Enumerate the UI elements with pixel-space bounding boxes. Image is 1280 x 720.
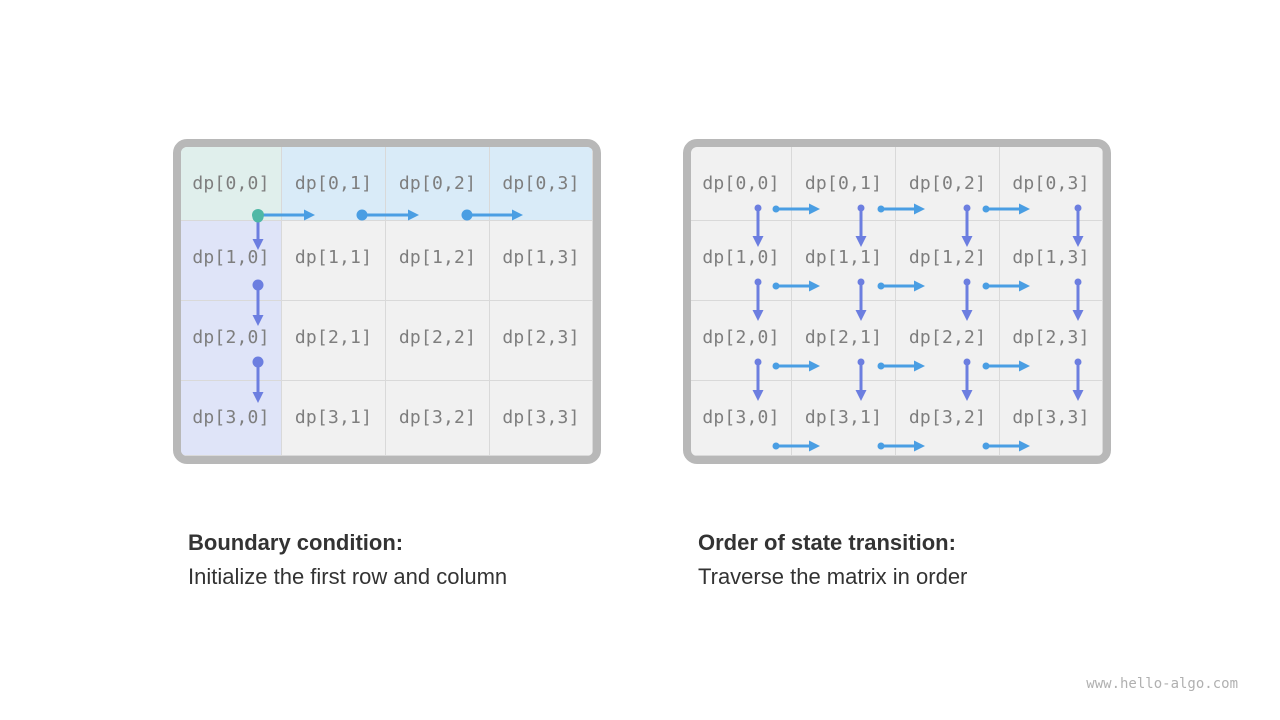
- boundary-heading: Boundary condition:: [188, 530, 404, 555]
- right-cell-2-0: dp[2,0]: [691, 301, 792, 381]
- right-cell-0-3: dp[0,3]: [1000, 147, 1103, 221]
- right-cell-2-3: dp[2,3]: [1000, 301, 1103, 381]
- right-cell-0-2: dp[0,2]: [896, 147, 1000, 221]
- left-cell-0-3: dp[0,3]: [490, 147, 593, 221]
- left-cell-3-0: dp[3,0]: [181, 381, 282, 456]
- right-cell-0-0: dp[0,0]: [691, 147, 792, 221]
- left-cell-0-1: dp[0,1]: [282, 147, 386, 221]
- transition-heading: Order of state transition:: [698, 530, 956, 555]
- left-cell-2-2: dp[2,2]: [386, 301, 490, 381]
- left-cell-2-3: dp[2,3]: [490, 301, 593, 381]
- left-cell-1-3: dp[1,3]: [490, 221, 593, 301]
- right-cell-1-2: dp[1,2]: [896, 221, 1000, 301]
- left-cell-0-0: dp[0,0]: [181, 147, 282, 221]
- boundary-description: Initialize the first row and column: [188, 564, 508, 589]
- state-transition-grid: dp[0,0]dp[0,1]dp[0,2]dp[0,3]dp[1,0]dp[1,…: [683, 139, 1111, 464]
- right-cell-1-3: dp[1,3]: [1000, 221, 1103, 301]
- left-cell-1-1: dp[1,1]: [282, 221, 386, 301]
- left-cell-0-2: dp[0,2]: [386, 147, 490, 221]
- right-cell-3-3: dp[3,3]: [1000, 381, 1103, 456]
- left-cell-1-0: dp[1,0]: [181, 221, 282, 301]
- right-cell-3-2: dp[3,2]: [896, 381, 1000, 456]
- watermark: www.hello-algo.com: [1086, 676, 1238, 692]
- left-cell-3-1: dp[3,1]: [282, 381, 386, 456]
- left-cell-3-3: dp[3,3]: [490, 381, 593, 456]
- right-cell-3-0: dp[3,0]: [691, 381, 792, 456]
- right-cell-2-1: dp[2,1]: [792, 301, 896, 381]
- left-cell-3-2: dp[3,2]: [386, 381, 490, 456]
- right-cell-1-0: dp[1,0]: [691, 221, 792, 301]
- left-cell-2-0: dp[2,0]: [181, 301, 282, 381]
- left-cell-2-1: dp[2,1]: [282, 301, 386, 381]
- right-cell-0-1: dp[0,1]: [792, 147, 896, 221]
- transition-caption: Order of state transition: Traverse the …: [698, 526, 967, 594]
- right-cell-3-1: dp[3,1]: [792, 381, 896, 456]
- left-cell-1-2: dp[1,2]: [386, 221, 490, 301]
- transition-description: Traverse the matrix in order: [698, 564, 968, 589]
- right-cell-1-1: dp[1,1]: [792, 221, 896, 301]
- right-cell-2-2: dp[2,2]: [896, 301, 1000, 381]
- boundary-caption: Boundary condition: Initialize the first…: [188, 526, 507, 594]
- boundary-condition-grid: dp[0,0]dp[0,1]dp[0,2]dp[0,3]dp[1,0]dp[1,…: [173, 139, 601, 464]
